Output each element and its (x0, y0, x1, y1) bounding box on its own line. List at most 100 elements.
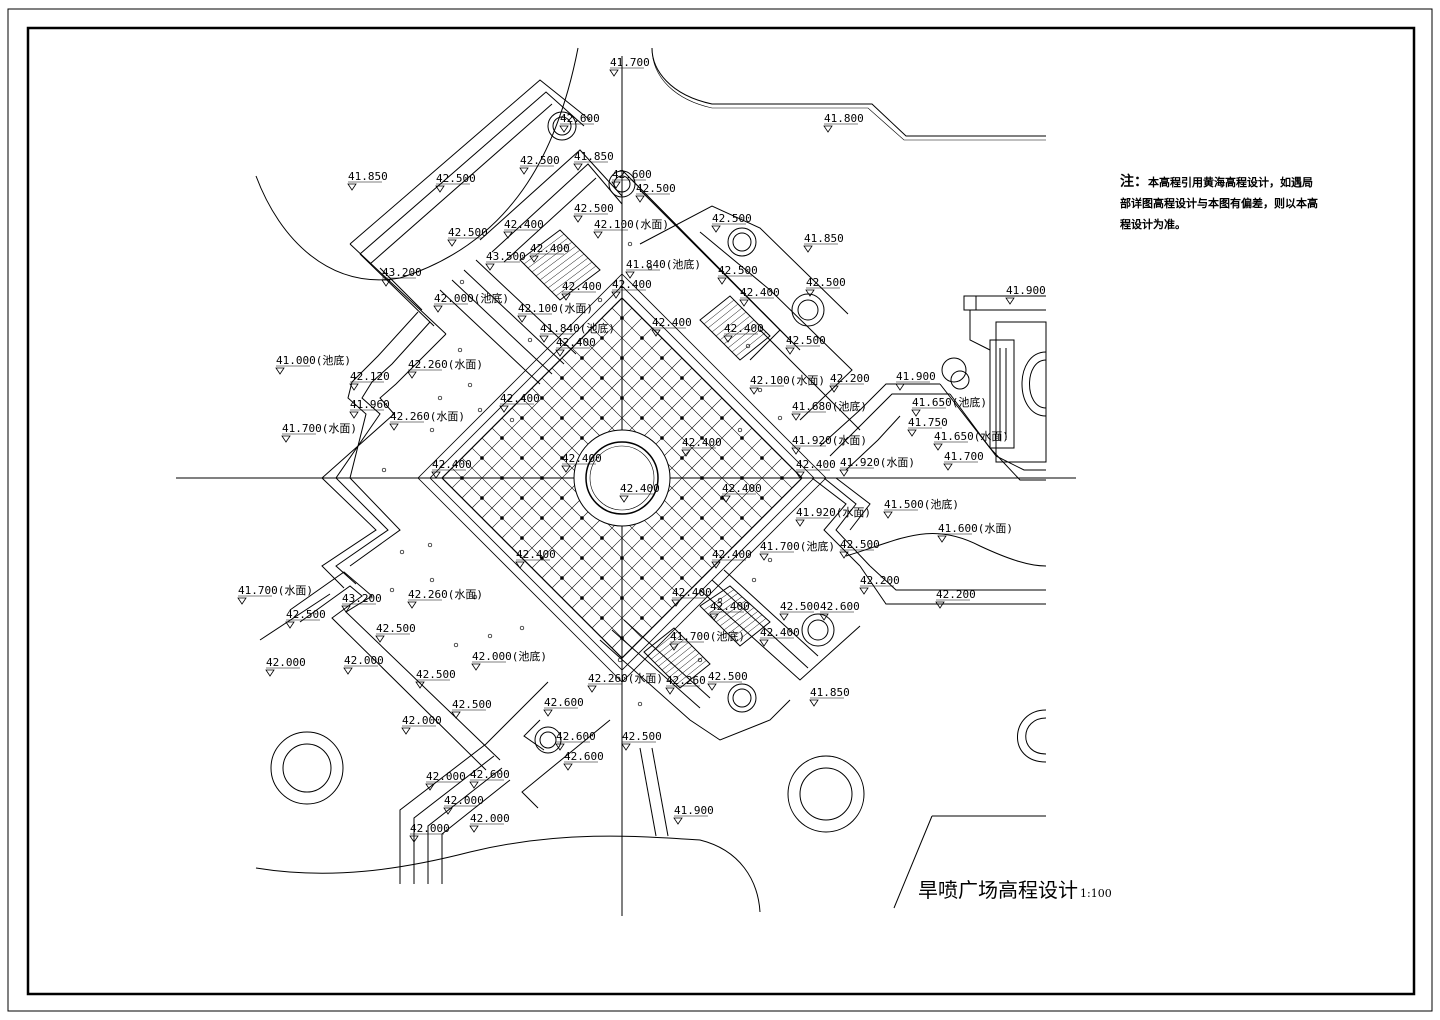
jet-dot (740, 436, 744, 440)
elevation-marker: 42.500 (805, 276, 846, 297)
elevation-triangle-icon (759, 553, 769, 561)
elevation-marker: 42.000 (469, 812, 510, 833)
elevation-triangle-icon (431, 471, 441, 479)
elevation-marker: 41.900 (895, 370, 936, 391)
elevation-value: 42.000(池底) (434, 291, 509, 305)
jet-dot (680, 456, 684, 460)
elevation-value: 42.500 (708, 670, 748, 683)
elevation-value: 42.400 (796, 458, 836, 471)
pool-marker (777, 415, 783, 421)
jet-dot (560, 416, 564, 420)
elevation-marker: 42.500 (375, 622, 416, 643)
elevation-marker: 42.000 (343, 654, 384, 675)
elevation-value: 41.500(池底) (884, 497, 959, 511)
elevation-triangle-icon (401, 727, 411, 735)
elevation-value: 41.650(池底) (912, 395, 987, 409)
elevation-triangle-icon (1005, 297, 1015, 305)
pool-marker (697, 657, 703, 663)
elevation-value: 42.200 (936, 588, 976, 601)
elevation-triangle-icon (347, 183, 357, 191)
elevation-value: 42.400 (760, 626, 800, 639)
jet-dot (720, 416, 724, 420)
pool-marker (437, 395, 443, 401)
elevation-triangle-icon (803, 245, 813, 253)
elevation-value: 41.850 (348, 170, 388, 183)
elevation-triangle-icon (937, 535, 947, 543)
elevation-value: 42.400 (432, 458, 472, 471)
elevation-value: 41.800 (824, 112, 864, 125)
elevation-marker: 42.000(池底) (471, 649, 547, 671)
elevation-triangle-icon (469, 781, 479, 789)
jet-dot (740, 516, 744, 520)
inner-frame (26, 26, 1416, 996)
elevation-triangle-icon (543, 709, 553, 717)
elevation-value: 42.500 (806, 276, 846, 289)
elevation-marker: 42.400 (515, 548, 556, 569)
elevation-marker: 42.500 (635, 182, 676, 203)
elevation-value: 42.400 (562, 452, 602, 465)
elevation-triangle-icon (519, 167, 529, 175)
elevation-value: 42.600 (544, 696, 584, 709)
pool-marker (527, 337, 533, 343)
elevation-value: 42.600 (470, 768, 510, 781)
elevation-triangle-icon (539, 335, 549, 343)
elevation-marker: 41.650(池底) (911, 395, 987, 417)
elevation-value: 42.000 (402, 714, 442, 727)
elevation-value: 41.700 (610, 56, 650, 69)
plaza-outline-outer (417, 273, 827, 683)
elevation-value: 42.500 (436, 172, 476, 185)
elevation-value: 42.400 (516, 548, 556, 561)
pool-marker (519, 625, 525, 631)
central-fountain (573, 429, 671, 527)
elevation-value: 41.700(池底) (670, 629, 745, 643)
elevation-triangle-icon (609, 69, 619, 77)
elevation-triangle-icon (349, 411, 359, 419)
pool-marker (509, 417, 515, 423)
elevation-triangle-icon (389, 423, 399, 431)
elevation-marker: 43.200 (341, 592, 382, 613)
elevation-triangle-icon (485, 263, 495, 271)
jet-dot (640, 336, 644, 340)
elevation-marker: 42.400 (503, 218, 544, 239)
elevation-value: 42.400 (710, 600, 750, 613)
elevation-marker: 41.700(水面) (237, 584, 313, 605)
elevation-value: 42.100(水面) (594, 218, 669, 231)
elevation-marker: 42.500 (573, 202, 614, 223)
elevation-triangle-icon (237, 597, 247, 605)
elevation-triangle-icon (561, 293, 571, 301)
elevation-value: 42.000 (344, 654, 384, 667)
elevation-triangle-icon (895, 383, 905, 391)
elevation-triangle-icon (805, 289, 815, 297)
elevation-marker: 42.400 (759, 626, 800, 647)
jet-dot (660, 396, 664, 400)
elevation-triangle-icon (717, 277, 727, 285)
elevation-marker: 42.400 (709, 600, 750, 621)
jet-dot (740, 476, 744, 480)
elevation-triangle-icon (469, 825, 479, 833)
elevation-value: 42.400 (712, 548, 752, 561)
jet-dot (600, 376, 604, 380)
elevation-value: 41.960 (350, 398, 390, 411)
elevation-triangle-icon (665, 687, 675, 695)
elevation-marker: 42.500 (451, 698, 492, 719)
elevation-marker: 42.400 (723, 322, 764, 343)
jet-dot (700, 476, 704, 480)
elevation-value: 41.700(池底) (760, 539, 835, 553)
elevation-marker: 42.260(水面) (587, 672, 663, 693)
jet-dot (660, 436, 664, 440)
elevation-value: 42.000 (410, 822, 450, 835)
elevation-triangle-icon (381, 279, 391, 287)
elevation-triangle-icon (573, 163, 583, 171)
jet-dot (560, 496, 564, 500)
elevation-value: 43.200 (342, 592, 382, 605)
elevation-value: 41.920(水面) (792, 434, 867, 447)
elevation-triangle-icon (669, 643, 679, 651)
jet-dot (520, 536, 524, 540)
elevation-value: 41.650(水面) (934, 430, 1009, 443)
elevation-marker: 42.200 (859, 574, 900, 595)
pool-marker (745, 343, 751, 349)
elevation-triangle-icon (911, 409, 921, 417)
elevation-marker: 41.850 (809, 686, 850, 707)
jet-dot (520, 456, 524, 460)
jet-dot (500, 516, 504, 520)
